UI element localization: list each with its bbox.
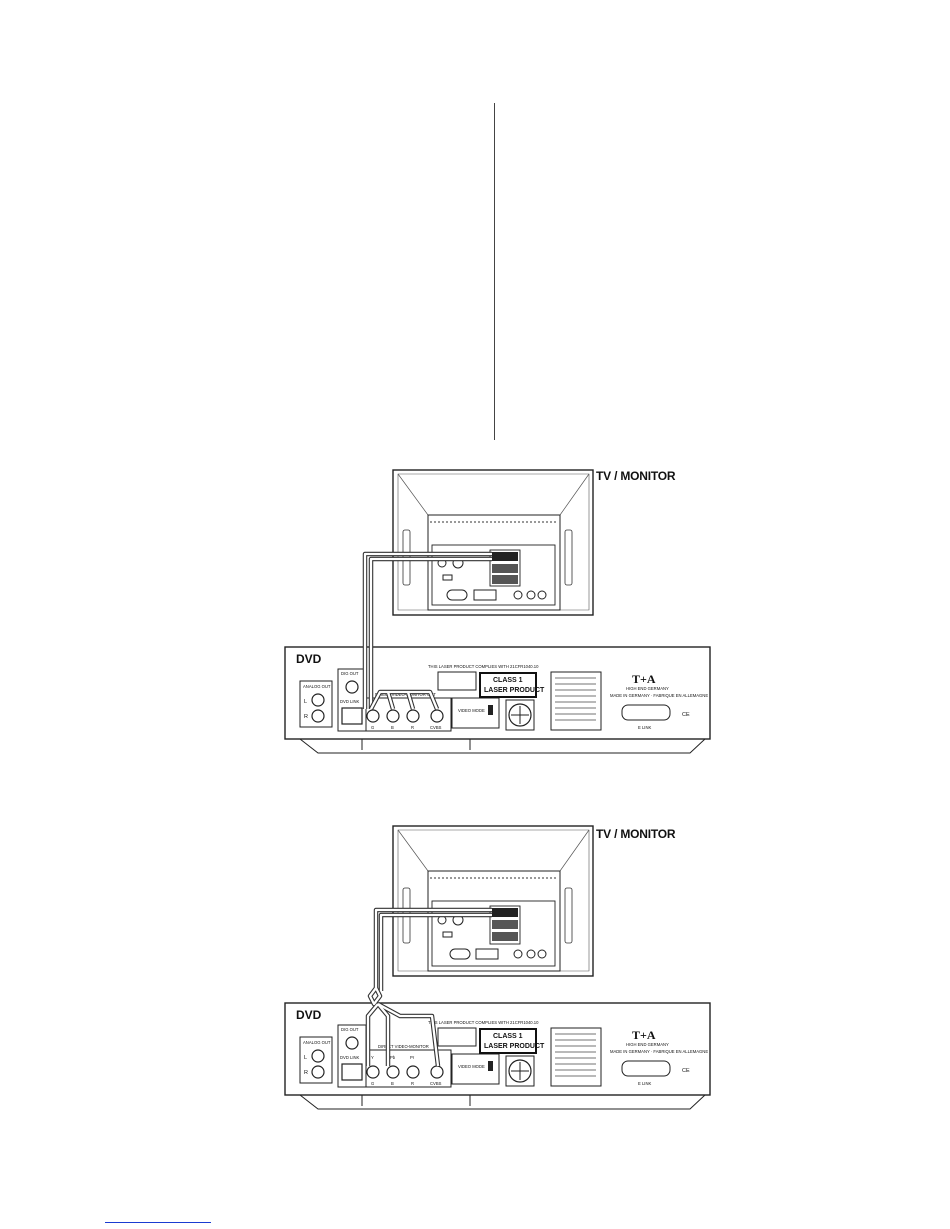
dig-out-label: DIG OUT (341, 1027, 359, 1032)
rgb-jack-cvbs (430, 709, 444, 723)
jack-r-label: R (411, 1081, 414, 1086)
class1-line1: CLASS 1 (493, 1033, 523, 1040)
diagram-1-svg: DVD THIS LASER PRODUCT COMPLIES WITH 21C… (284, 469, 711, 754)
footnote-rule (105, 1222, 211, 1223)
brand-logo-text: T+A (632, 1028, 656, 1042)
class1-line2: LASER PRODUCT (484, 1043, 545, 1050)
ce-mark: CE (682, 712, 690, 718)
dvd-link-label: DVD LINK (340, 1055, 360, 1060)
analog-left-label: L (304, 1055, 307, 1061)
jack-cvbs-label: CVBS (430, 1081, 442, 1086)
analog-out-label: ANALOG OUT (303, 684, 331, 689)
power-socket (508, 703, 532, 727)
jack-b-label: B (391, 1081, 394, 1086)
tv-rear (392, 469, 594, 616)
component-jack-pb (386, 1065, 400, 1079)
dvd-label: DVD (296, 1008, 322, 1022)
direct-video-label: DIRECT VIDEO-MONITOR (378, 1044, 429, 1049)
analog-left-jack (311, 693, 325, 707)
class1-laser-box (479, 1028, 537, 1054)
class1-laser-box (479, 672, 537, 698)
made-in-label: MADE IN GERMANY · FABRIQUE EN ALLEMAGNE (610, 1049, 708, 1054)
jack-g-label: G (371, 1081, 374, 1086)
top-pr-label: Pr (410, 1055, 415, 1060)
ce-mark: CE (682, 1068, 690, 1074)
diagram-2-svg: DVD THIS LASER PRODUCT COMPLIES WITH 21C… (284, 825, 711, 1110)
rgb-jack-b (386, 709, 400, 723)
jack-cvbs-label: CVBS (430, 725, 442, 730)
analog-right-jack (311, 1065, 325, 1079)
made-in-label: MADE IN GERMANY · FABRIQUE EN ALLEMAGNE (610, 693, 708, 698)
dvd-rear: DVD THIS LASER PRODUCT COMPLIES WITH 21C… (284, 1002, 711, 1110)
connection-diagram-component: TV / MONITOR (0, 816, 950, 1176)
tv-rear (392, 825, 594, 977)
elink-label: E LINK (638, 725, 651, 730)
dig-out-jack (345, 680, 359, 694)
brand-logo-text: T+A (632, 672, 656, 686)
elink-connector (621, 704, 671, 721)
compliance-label: THIS LASER PRODUCT COMPLIES WITH 21CFR10… (428, 1020, 539, 1025)
analog-right-jack (311, 709, 325, 723)
direct-video-label: DIRECT VIDEO-MONITOR OUT (375, 692, 436, 697)
elink-label: E LINK (638, 1081, 651, 1086)
top-y-label: Y (371, 1055, 374, 1060)
analog-left-label: L (304, 699, 307, 705)
dig-out-label: DIG OUT (341, 671, 359, 676)
jack-g-label: G (371, 725, 374, 730)
dvd-link-port (341, 707, 363, 725)
jack-b-label: B (391, 725, 394, 730)
column-divider (494, 103, 495, 440)
video-mode-label: VIDEO MODE (458, 708, 485, 713)
analog-right-label: R (304, 714, 308, 720)
analog-right-label: R (304, 1070, 308, 1076)
jack-r-label: R (411, 725, 414, 730)
power-socket (508, 1059, 532, 1083)
dvd-label: DVD (296, 652, 322, 666)
analog-out-label: ANALOG OUT (303, 1040, 331, 1045)
class1-line2: LASER PRODUCT (484, 687, 545, 694)
class1-line1: CLASS 1 (493, 677, 523, 684)
tv-monitor-label: TV / MONITOR (596, 469, 676, 483)
video-mode-label: VIDEO MODE (458, 1064, 485, 1069)
rgb-jack-r (406, 709, 420, 723)
component-jack-pr (406, 1065, 420, 1079)
compliance-label: THIS LASER PRODUCT COMPLIES WITH 21CFR10… (428, 664, 539, 669)
dvd-link-port (341, 1063, 363, 1081)
component-jack-y (366, 1065, 380, 1079)
dvd-link-label: DVD LINK (340, 699, 360, 704)
hifi-label: HIGH END GERMANY (626, 686, 669, 691)
analog-left-jack (311, 1049, 325, 1063)
top-pb-label: Pb (390, 1055, 396, 1060)
connection-diagram-rgb: TV / MONITOR (0, 460, 950, 820)
elink-connector (621, 1060, 671, 1077)
dvd-rear: DVD THIS LASER PRODUCT COMPLIES WITH 21C… (284, 646, 711, 754)
tv-monitor-label: TV / MONITOR (596, 827, 676, 841)
dig-out-jack (345, 1036, 359, 1050)
hifi-label: HIGH END GERMANY (626, 1042, 669, 1047)
